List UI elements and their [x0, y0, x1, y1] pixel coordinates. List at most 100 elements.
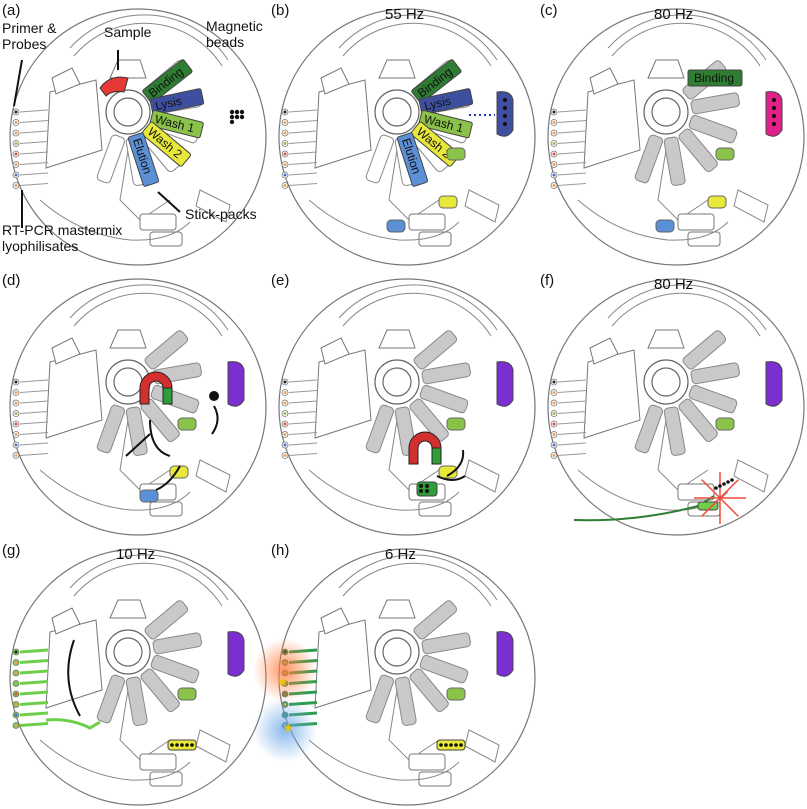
radial-chamber	[394, 676, 417, 726]
radial-chamber	[96, 134, 126, 184]
primer-probe-dot	[14, 391, 18, 394]
primer-probe-dot	[14, 703, 18, 706]
radial-chamber	[690, 92, 740, 115]
chamber-body	[688, 384, 738, 414]
hub-hole	[651, 367, 681, 397]
chamber-fill	[149, 88, 205, 115]
primer-probe-dot	[283, 163, 287, 166]
top-chamber	[109, 329, 147, 349]
stick-pack-lysis: Lysis	[418, 88, 474, 115]
well-channel	[288, 411, 318, 414]
well-channel	[19, 442, 49, 446]
waste-chamber	[408, 213, 446, 231]
magnetic-bead	[239, 109, 245, 115]
hub-hole	[113, 367, 143, 397]
well-channel	[19, 421, 49, 425]
magnetic-bead	[459, 743, 463, 747]
bottom-channel	[308, 199, 460, 241]
well-channel	[557, 183, 587, 186]
chamber-fill	[418, 88, 474, 115]
chamber-fill	[142, 59, 193, 104]
chamber-body	[421, 632, 471, 655]
chamber-body	[690, 362, 740, 385]
well-channel	[557, 421, 587, 425]
sample-inlet	[99, 76, 129, 97]
well-channel	[19, 400, 49, 404]
chamber-body	[678, 398, 718, 443]
well-channel	[19, 162, 49, 165]
star-icon: ★	[283, 721, 294, 735]
lower-channel	[388, 149, 440, 221]
chamber-body	[409, 668, 449, 713]
radial-chamber	[421, 632, 471, 655]
wash2-pocket	[707, 195, 727, 209]
primer-probe-dot	[14, 443, 18, 447]
side-chamber	[464, 189, 500, 223]
waste-chamber	[408, 753, 446, 771]
radial-chamber	[663, 406, 686, 456]
chamber-body	[682, 330, 727, 370]
primer-probe-dot	[283, 443, 287, 447]
elution-pocket	[655, 219, 675, 233]
primer-probe-dot	[283, 380, 287, 384]
outer-channel	[73, 22, 223, 67]
radial-chamber	[409, 668, 449, 713]
magnetic-bead	[425, 489, 429, 493]
radial-chamber	[409, 398, 449, 443]
well-channel	[288, 421, 318, 425]
vibration-arrow	[701, 479, 721, 499]
side-chamber	[733, 189, 769, 223]
well-channel	[288, 379, 318, 383]
eluate-channel	[573, 495, 715, 522]
well-channel	[288, 151, 318, 155]
outer-channel	[607, 284, 767, 331]
star-icon: ★	[277, 675, 288, 689]
magnetic-bead	[503, 106, 507, 110]
primer-probe-dot	[283, 184, 287, 187]
magnetic-bead	[730, 478, 734, 482]
well-channel	[288, 141, 318, 144]
well-channel	[19, 141, 49, 144]
flow-arrow	[436, 475, 466, 481]
primer-probe-dot	[552, 443, 556, 447]
annotation-primer-probes: Primer & Probes	[2, 20, 57, 52]
side-chamber	[464, 459, 500, 493]
bead-pocket	[227, 631, 245, 677]
chamber-fill	[396, 132, 429, 187]
primer-probe-dot	[552, 433, 556, 436]
magnet-pole	[162, 387, 173, 405]
well-channel	[19, 172, 49, 176]
well-channel	[19, 379, 49, 383]
radial-chamber	[413, 600, 458, 640]
radial-chamber	[150, 654, 200, 684]
outer-channel	[611, 22, 761, 67]
panel-label: (e)	[271, 272, 290, 289]
radial-chamber	[365, 404, 395, 454]
bottom-channel	[39, 739, 191, 781]
lower-channel	[388, 419, 440, 491]
flow-arrow	[446, 449, 465, 477]
chamber-body	[663, 406, 686, 456]
chamber-label: Lysis	[154, 94, 183, 113]
stick-pack-binding	[687, 69, 743, 87]
wash2-pocket	[438, 195, 458, 209]
chamber-label: Binding	[694, 71, 734, 85]
magnetic-bead	[454, 743, 458, 747]
outer-channel	[607, 14, 767, 61]
bead-pocket	[496, 631, 514, 677]
chamber-body	[413, 330, 458, 370]
annotation-mastermix: RT-PCR mastermix lyophilisates	[2, 222, 123, 254]
distribution-fan	[314, 79, 372, 169]
panel-label: (d)	[2, 272, 21, 289]
chamber-body	[419, 654, 469, 684]
disc-e	[278, 278, 536, 536]
well-channel	[19, 432, 49, 435]
radial-chamber	[678, 398, 718, 443]
panel-label: (b)	[271, 2, 290, 19]
lower-channel	[657, 149, 709, 221]
well-channel	[19, 183, 49, 186]
primer-probe-dot	[283, 131, 287, 135]
magnetic-bead	[425, 484, 429, 488]
well-channel	[557, 120, 587, 123]
